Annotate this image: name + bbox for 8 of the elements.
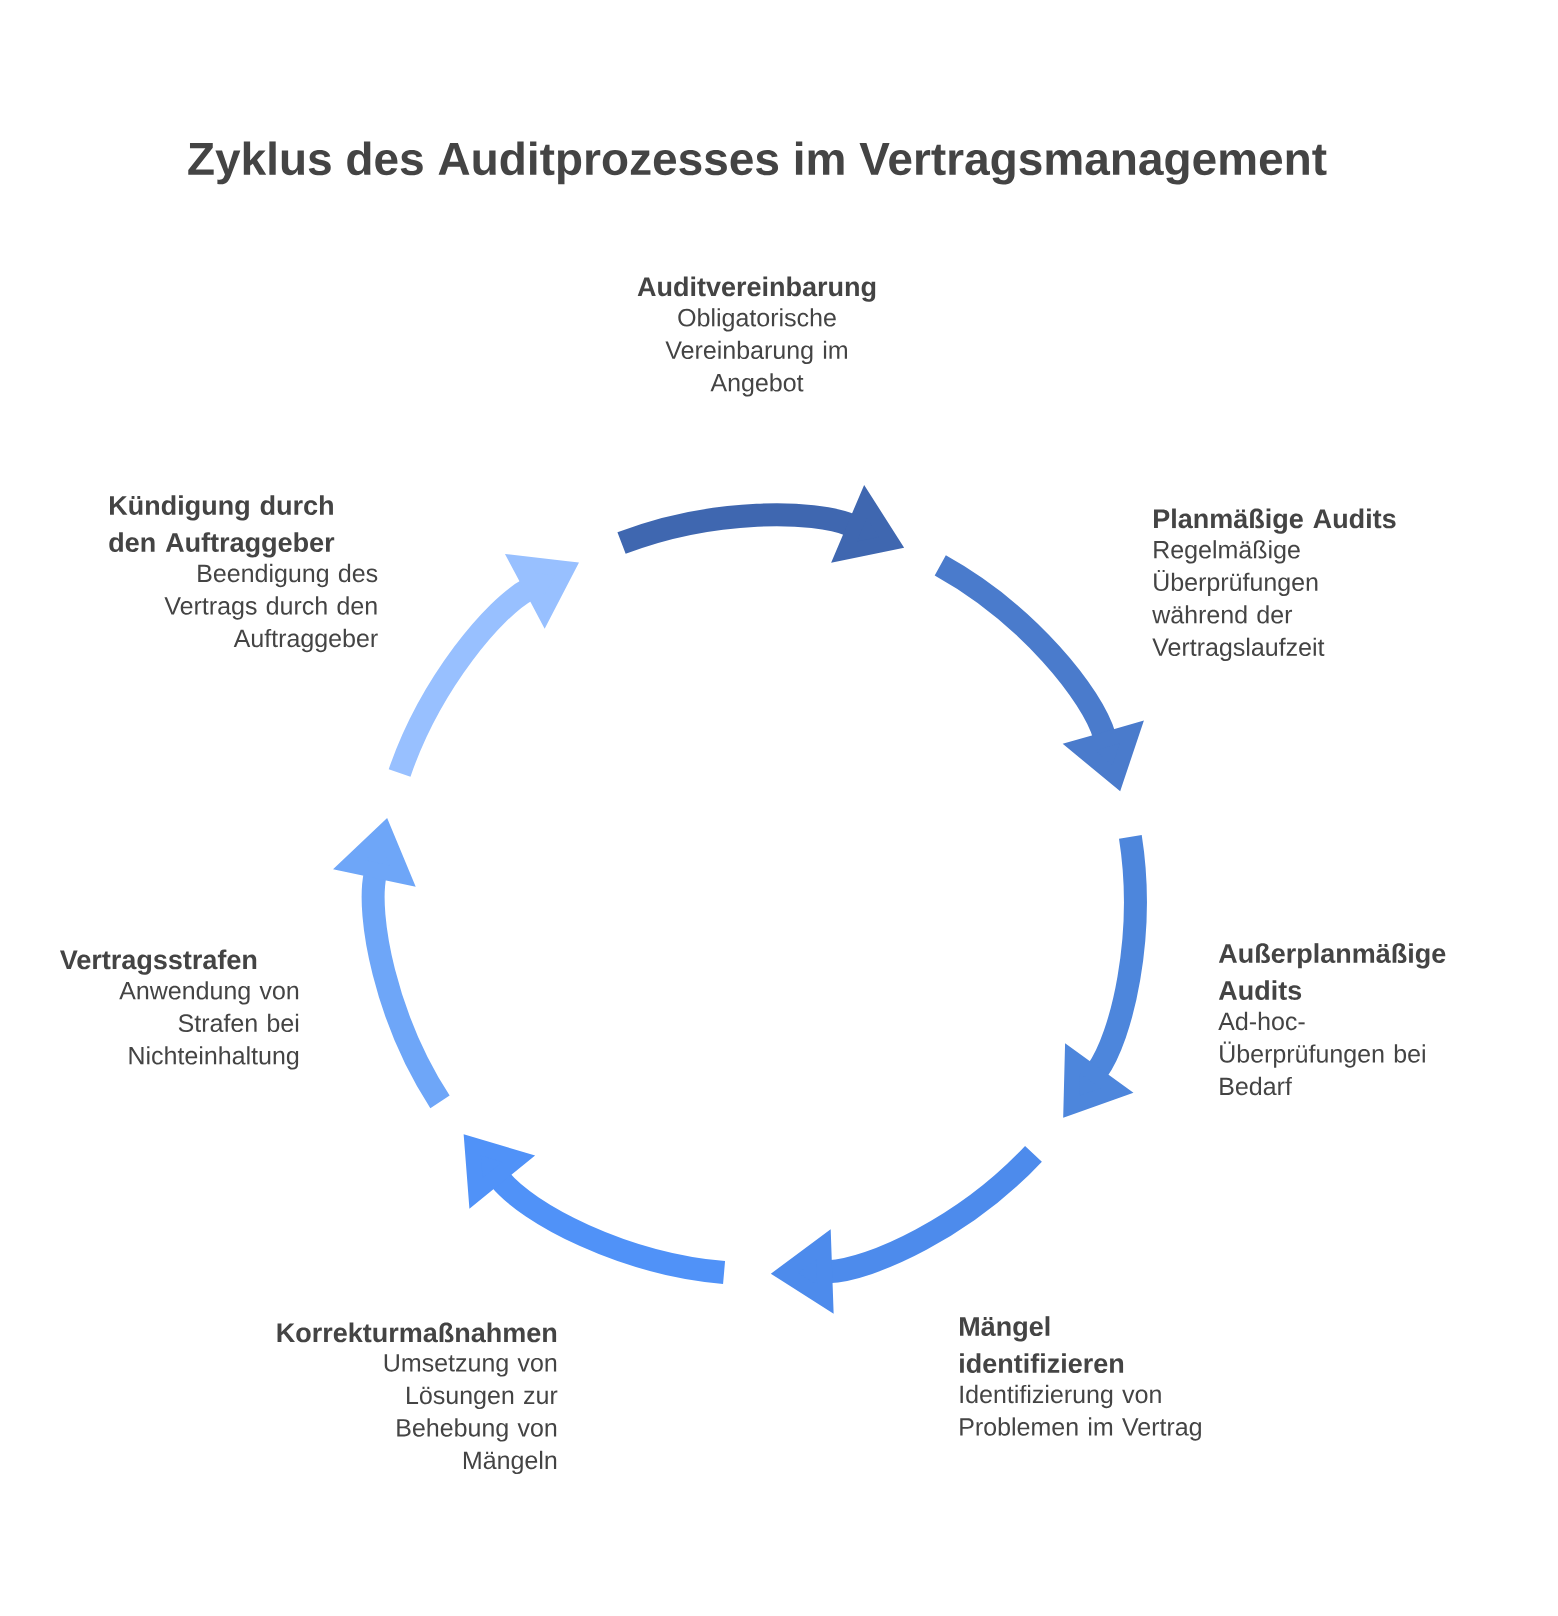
stage-label: Korrekturmaßnahmen Umsetzung von Lösungen zur Behebung von Mängeln [277,1322,558,1475]
stage-label: Kündigung durch den Auftraggeber Beendigung des Vertrags durch den Auftraggeber [109,495,378,653]
stage-label: Planmäßige Audits Regelmäßige Überprüfungen während der Vertragslaufzeit [1152,508,1396,661]
stage-label: Mängel identifizieren Identifizierung von Problemen im Vertrag [960,1316,1201,1441]
title: Zyklus des Auditprozesses im Vertragsmanagement [188,141,1327,185]
stage-label: Vertragsstrafen Anwendung von Strafen bei Nichteinhaltung [60,949,299,1070]
stage-label: Auditvereinbarung Obligatorische Vereinbarung im Angebot [637,276,876,397]
stage-label: Außerplanmäßige Audits Ad-hoc-Überprüfungen bei Bedarf [1218,943,1446,1096]
